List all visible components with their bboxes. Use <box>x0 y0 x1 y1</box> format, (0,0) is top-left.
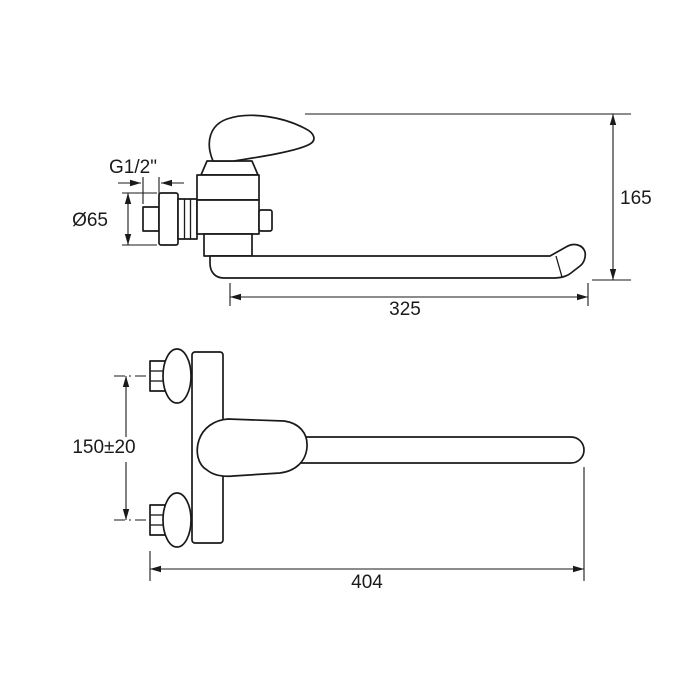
handle-front <box>196 418 308 478</box>
spout-side <box>209 243 587 279</box>
dim-label-height: 165 <box>620 188 652 209</box>
cartridge-cap <box>200 160 259 176</box>
dim-label-mount-spacing: 150±20 <box>72 437 135 458</box>
pipe-stub <box>142 206 160 232</box>
dim-label-overall-width: 404 <box>351 572 383 593</box>
dim-label-thread: G1/2" <box>109 157 157 178</box>
front-view: 150±20 404 <box>72 348 585 593</box>
dim-label-reach: 325 <box>389 299 421 320</box>
top-mount <box>149 348 192 404</box>
bottom-mount-escutcheon <box>162 492 192 548</box>
dimension-overall-height: 165 <box>305 113 652 281</box>
side-view: G1/2" Ø65 165 <box>72 113 652 320</box>
top-mount-escutcheon <box>162 348 192 404</box>
spout-tip-seam <box>555 255 563 278</box>
spout-front <box>222 436 585 464</box>
lever-handle <box>208 114 315 162</box>
dimension-mounting-centres: 150±20 <box>72 376 136 520</box>
faucet-body <box>196 160 273 257</box>
dim-label-flange-diameter: Ø65 <box>72 210 108 231</box>
wall-union <box>142 192 198 246</box>
dimension-escutcheon-diameter: Ø65 <box>72 192 157 246</box>
escutcheon-flange <box>158 192 179 246</box>
bottom-mount <box>149 492 192 548</box>
dimension-connection-thread: G1/2" <box>109 157 184 204</box>
union-nut <box>177 198 198 240</box>
dimension-spout-reach: 325 <box>229 283 589 320</box>
dimension-overall-width: 404 <box>149 467 585 593</box>
diverter-knob <box>258 209 273 232</box>
